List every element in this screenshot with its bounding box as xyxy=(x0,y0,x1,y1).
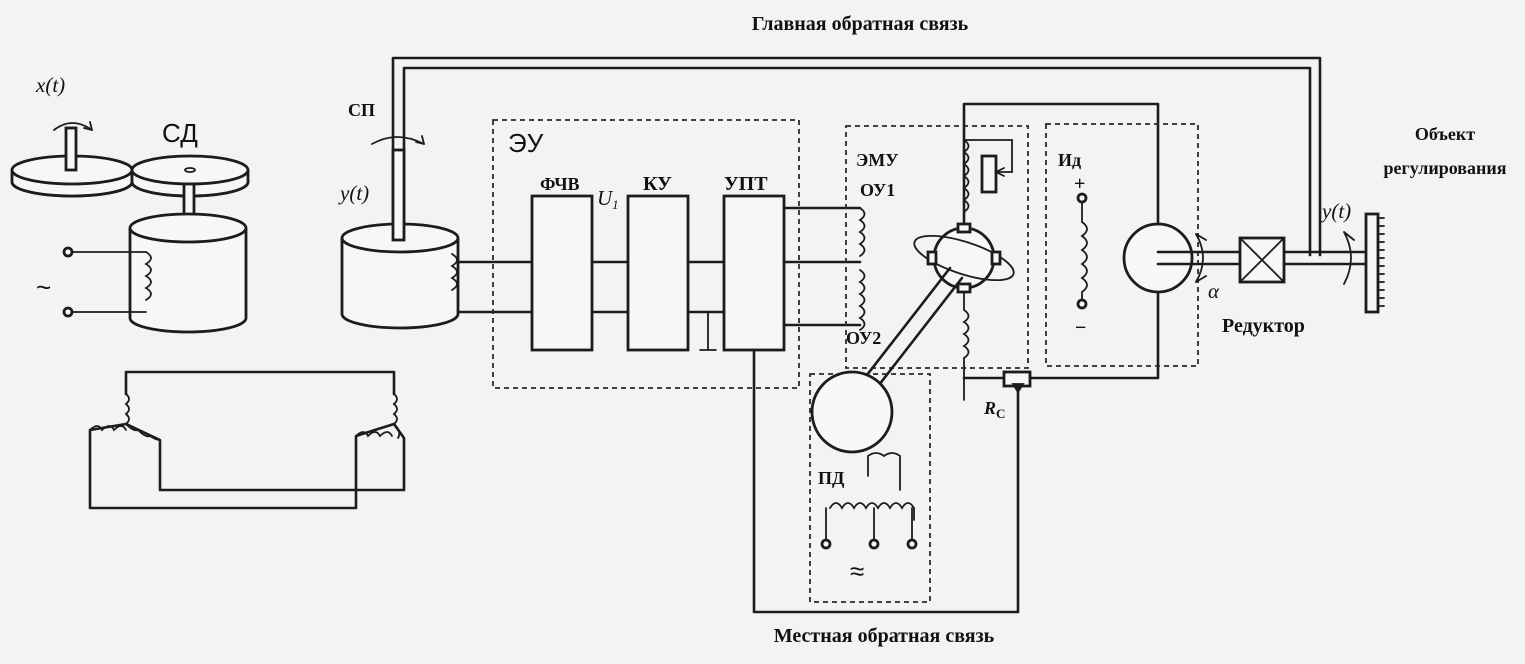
dc-amplifier-block xyxy=(722,194,786,352)
control-winding-1-label: ОУ1 xyxy=(860,180,895,200)
emu-box xyxy=(845,125,1029,369)
reductor xyxy=(1238,212,1385,314)
drive-motor-box xyxy=(809,373,931,603)
object-label-line1: Объект xyxy=(1415,124,1475,144)
actuator-motor-box xyxy=(1045,123,1199,367)
synchro-transmitter-label: СД xyxy=(162,118,198,148)
phase-detector-block xyxy=(530,194,594,352)
control-winding-2-label: ОУ2 xyxy=(846,328,881,348)
amplifier-blocks xyxy=(530,194,1020,614)
drive-motor-label: ПД xyxy=(818,468,845,488)
synchro-receiver-label: СП xyxy=(348,100,375,120)
reductor-label: Редуктор xyxy=(1222,315,1305,337)
input-signal-label: x(t) xyxy=(35,73,65,97)
ac-supply-symbol-2: ≈ xyxy=(850,556,864,586)
emu-label: ЭМУ xyxy=(856,150,898,170)
object-label-line2: регулирования xyxy=(1384,158,1507,178)
synchro-transmitter xyxy=(10,121,406,510)
u1-label: U1 xyxy=(597,186,619,212)
output-signal-label-right: y(t) xyxy=(1320,199,1351,223)
correction-block xyxy=(626,194,690,352)
motor-source-label: Ид xyxy=(1058,150,1081,170)
drive-motor xyxy=(810,370,918,550)
actuator-motor xyxy=(1076,192,1242,310)
electronic-amplifier-box xyxy=(492,119,800,389)
main-feedback-label: Главная обратная связь xyxy=(752,13,969,35)
correction-block-label: КУ xyxy=(643,173,672,195)
minus-sign: − xyxy=(1075,317,1086,339)
synchro-receiver xyxy=(340,135,534,330)
phase-detector-label: ФЧВ xyxy=(540,174,580,194)
angle-label: α xyxy=(1208,279,1220,303)
ac-supply-symbol: ~ xyxy=(36,272,51,302)
emu-internals xyxy=(844,102,1160,414)
plus-sign: + xyxy=(1074,173,1085,195)
electronic-amplifier-label: ЭУ xyxy=(508,128,544,158)
local-feedback-label: Местная обратная связь xyxy=(774,625,995,647)
output-signal-label-left: y(t) xyxy=(338,181,369,205)
feedback-resistor-label: RС xyxy=(983,398,1005,421)
dc-amplifier-label: УПТ xyxy=(724,173,768,195)
